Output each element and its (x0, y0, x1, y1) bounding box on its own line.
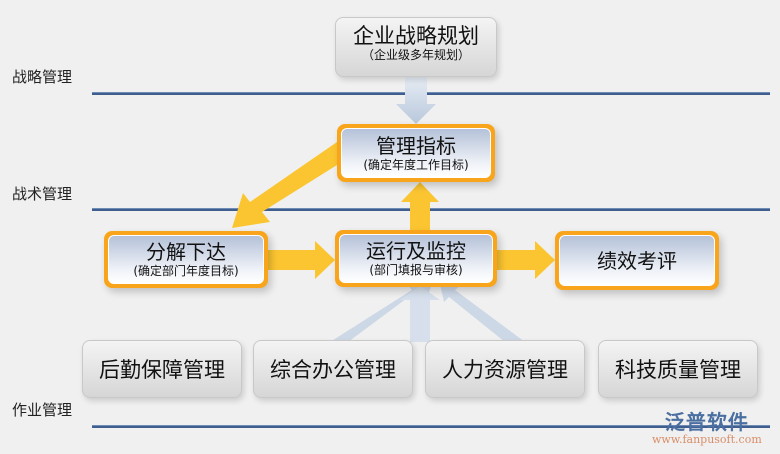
arrow-up-icon (440, 284, 525, 342)
lane-label-operations: 作业管理 (12, 401, 73, 419)
module-office: 综合办公管理 (253, 340, 413, 398)
divider-line (92, 92, 770, 95)
logo-name: 泛普软件 (664, 410, 749, 434)
monitor-subtitle: (部门填报与审核) (369, 263, 463, 277)
module-logistics: 后勤保障管理 (82, 340, 242, 398)
divider-line (92, 208, 770, 211)
strategy-title: 企业战略规划 (353, 24, 479, 48)
lane-label-strategy: 战略管理 (12, 68, 73, 86)
performance-title: 绩效考评 (597, 248, 677, 273)
logo-url: www.fanpusoft.com (652, 433, 762, 446)
brand-logo: 泛普软件 www.fanpusoft.com (652, 406, 762, 446)
monitor-title: 运行及监控 (366, 239, 466, 263)
strategy-box: 企业战略规划 （企业级多年规划） (335, 17, 497, 77)
module-hr: 人力资源管理 (425, 340, 585, 398)
decompose-subtitle: (确定部门年度目标) (133, 264, 239, 278)
arrow-up-icon (400, 286, 440, 342)
arrow-down-icon (396, 77, 436, 124)
monitor-box: 运行及监控 (部门填报与审核) (335, 230, 497, 287)
lane-label-tactics: 战术管理 (12, 185, 73, 203)
arrow-right-icon (497, 241, 555, 279)
module-quality: 科技质量管理 (598, 340, 758, 398)
decompose-title: 分解下达 (146, 240, 226, 264)
performance-box: 绩效考评 (555, 231, 719, 290)
arrow-right-icon (268, 241, 335, 279)
indicators-subtitle: (确定年度工作目标) (363, 157, 469, 172)
indicators-box: 管理指标 (确定年度工作目标) (337, 124, 495, 182)
decompose-box: 分解下达 (确定部门年度目标) (104, 231, 268, 288)
strategy-subtitle: （企业级多年规划） (361, 48, 470, 62)
arrow-up-icon (401, 182, 439, 230)
indicators-title: 管理指标 (376, 133, 456, 158)
divider-line (92, 425, 770, 428)
arrow-diagonal-icon (232, 142, 337, 228)
